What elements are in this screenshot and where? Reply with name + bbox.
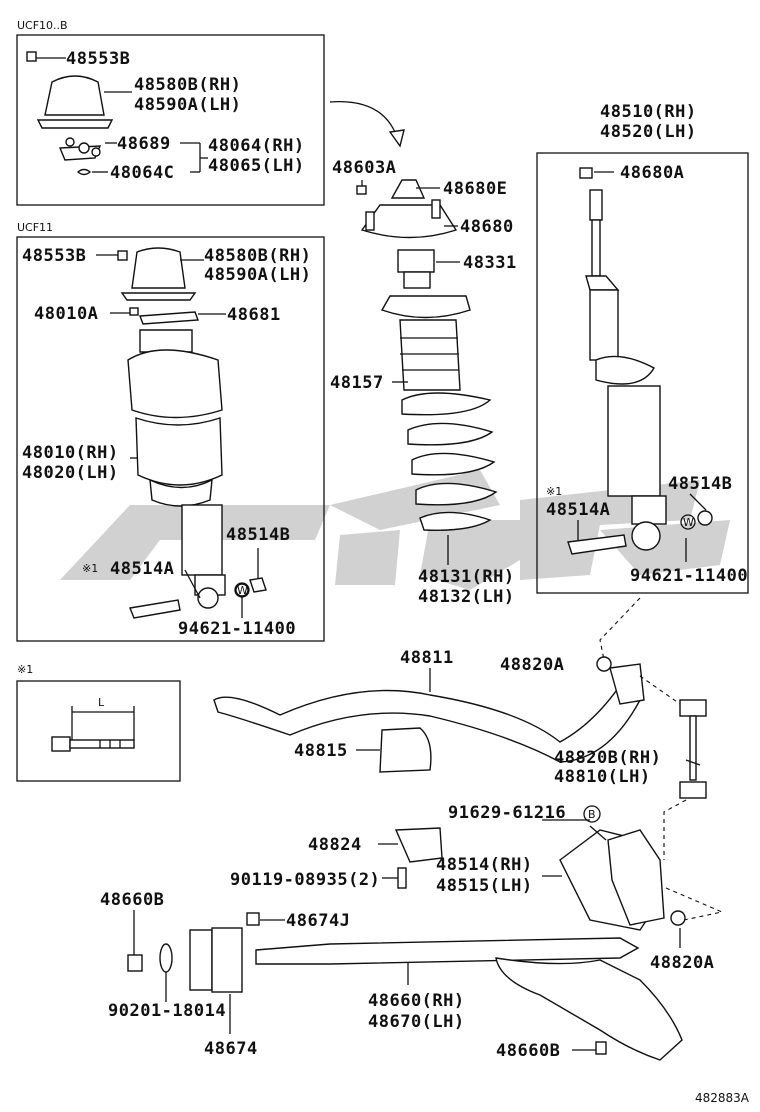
label-48064c: 48064C bbox=[110, 163, 174, 183]
label-48810: 48810(LH) bbox=[554, 767, 651, 787]
shock-absorber bbox=[567, 167, 713, 555]
label-48514b-right: 48514B bbox=[668, 474, 732, 494]
label-48674: 48674 bbox=[204, 1039, 258, 1059]
label-48660b-bottom: 48660B bbox=[496, 1041, 560, 1061]
stabilizer-bar bbox=[213, 656, 707, 799]
label-48064: 48064(RH) bbox=[208, 136, 305, 156]
label-48824: 48824 bbox=[308, 835, 362, 855]
note-box: ※1 L bbox=[16, 663, 181, 782]
label-48603a: 48603A bbox=[332, 158, 396, 178]
note-dim-label: L bbox=[98, 696, 105, 709]
label-48580b-mid: 48580B(RH) bbox=[204, 246, 311, 266]
label-94621-left: 94621-11400 bbox=[178, 619, 296, 639]
label-90201: 90201-18014 bbox=[108, 1001, 226, 1021]
label-48157: 48157 bbox=[330, 373, 384, 393]
label-48660: 48660(RH) bbox=[368, 991, 465, 1011]
ucf10-title: UCF10..B bbox=[17, 19, 68, 32]
note-title: ※1 bbox=[17, 663, 33, 676]
label-48670: 48670(LH) bbox=[368, 1012, 465, 1032]
label-48681: 48681 bbox=[227, 305, 281, 325]
label-48820a-top: 48820A bbox=[500, 655, 564, 675]
note-mark-right: ※1 bbox=[546, 485, 562, 498]
mark-w-left: W bbox=[237, 584, 248, 597]
label-91629: 91629-61216 bbox=[448, 803, 566, 823]
label-48680a: 48680A bbox=[620, 163, 684, 183]
label-48020: 48020(LH) bbox=[22, 463, 119, 483]
box-ucf11: UCF11 bbox=[16, 221, 325, 642]
label-48553b-mid: 48553B bbox=[22, 246, 86, 266]
label-48510: 48510(RH) bbox=[600, 102, 697, 122]
label-48515: 48515(LH) bbox=[436, 876, 533, 896]
box-shock-absorber bbox=[536, 152, 749, 594]
label-48674j: 48674J bbox=[286, 911, 350, 931]
label-94621-right: 94621-11400 bbox=[630, 566, 748, 586]
label-48331: 48331 bbox=[463, 253, 517, 273]
ucf10-parts bbox=[26, 51, 114, 176]
label-48680e: 48680E bbox=[443, 179, 507, 199]
coil-spring-assembly bbox=[356, 179, 498, 531]
label-48660b-top: 48660B bbox=[100, 890, 164, 910]
label-48514a-right: 48514A bbox=[546, 500, 610, 520]
box-ucf10: UCF10..B bbox=[16, 19, 325, 206]
part-labels: 48553B 48580B(RH) 48590A(LH) 48689 48064… bbox=[22, 49, 750, 1105]
label-48590a-top: 48590A(LH) bbox=[134, 95, 241, 115]
label-48553b-top: 48553B bbox=[66, 49, 130, 69]
label-48580b-top: 48580B(RH) bbox=[134, 75, 241, 95]
label-48132: 48132(LH) bbox=[418, 587, 515, 607]
ucf11-title: UCF11 bbox=[17, 221, 53, 234]
footer-code: 482883A bbox=[695, 1091, 750, 1105]
label-48010a: 48010A bbox=[34, 304, 98, 324]
label-48590a-mid: 48590A(LH) bbox=[204, 265, 311, 285]
label-48689: 48689 bbox=[117, 134, 171, 154]
label-48010: 48010(RH) bbox=[22, 443, 119, 463]
mark-b: B bbox=[588, 808, 596, 821]
label-48811: 48811 bbox=[400, 648, 454, 668]
label-48520: 48520(LH) bbox=[600, 122, 697, 142]
label-48514b-left: 48514B bbox=[226, 525, 290, 545]
label-48815: 48815 bbox=[294, 741, 348, 761]
label-90119: 90119-08935(2) bbox=[230, 870, 380, 890]
note-mark-left: ※1 bbox=[82, 562, 98, 575]
mark-w-right: W bbox=[683, 516, 694, 529]
label-48820b: 48820B(RH) bbox=[554, 748, 661, 768]
label-48514: 48514(RH) bbox=[436, 855, 533, 875]
label-48065: 48065(LH) bbox=[208, 156, 305, 176]
label-48514a-left: 48514A bbox=[110, 559, 174, 579]
air-spring-assembly bbox=[117, 247, 267, 619]
label-48131: 48131(RH) bbox=[418, 567, 515, 587]
label-48680: 48680 bbox=[460, 217, 514, 237]
lower-arm-area bbox=[127, 827, 686, 1061]
label-48820a-bottom: 48820A bbox=[650, 953, 714, 973]
